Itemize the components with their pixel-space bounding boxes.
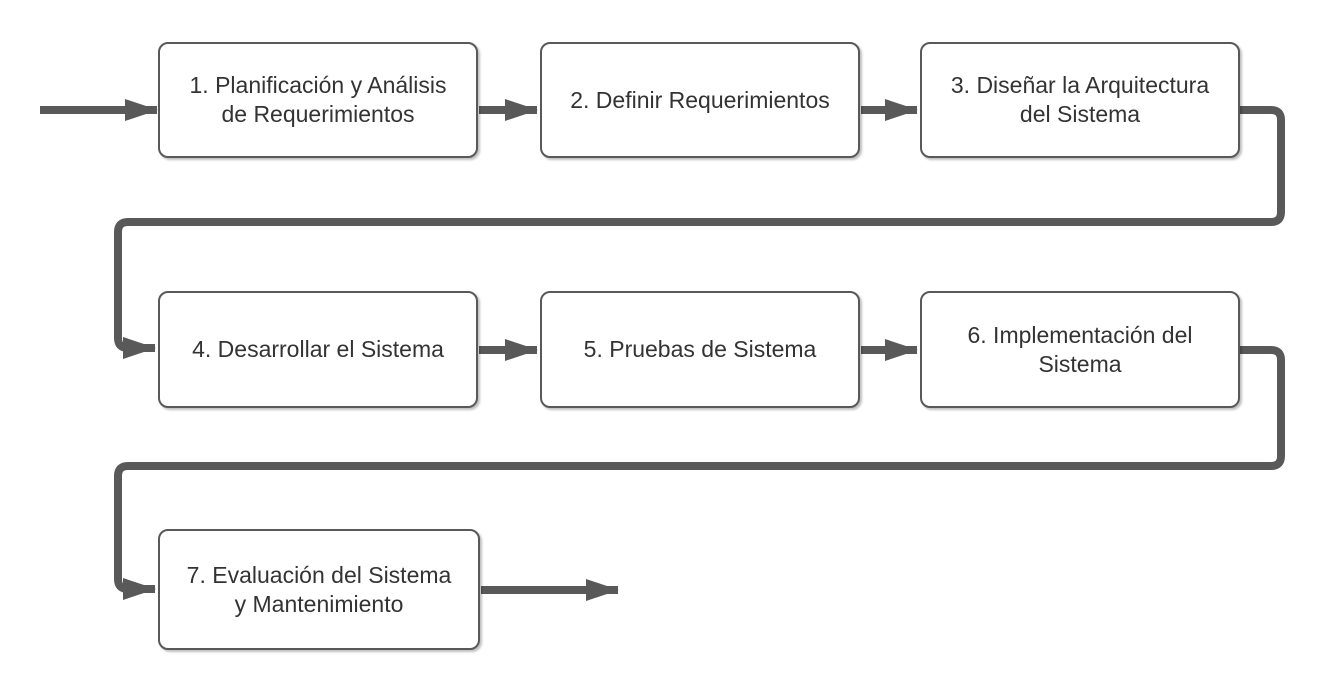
node-label-line: Sistema — [1038, 350, 1122, 377]
node-label-line: de Requerimientos — [221, 101, 415, 127]
flow-node-5: 5. Pruebas de Sistema — [540, 291, 860, 408]
node-label-line: 4. Desarrollar el Sistema — [192, 336, 444, 362]
flow-node-4: 4. Desarrollar el Sistema — [158, 291, 478, 408]
edge-3-to-4 — [114, 106, 1285, 359]
flow-node-2: 2. Definir Requerimientos — [540, 42, 860, 158]
flow-node-1: 1. Planificación y Análisis de Requerimi… — [158, 42, 478, 158]
node-label-line: 6. Implementación del — [967, 321, 1193, 348]
flow-node-3: 3. Diseñar la Arquitectura del Sistema — [920, 42, 1240, 158]
edge-6-to-7 — [114, 346, 1285, 600]
node-label-line: 2. Definir Requerimientos — [570, 86, 830, 113]
flow-node-6: 6. Implementación del Sistema — [920, 291, 1240, 408]
node-label-line: y Mantenimiento — [234, 590, 404, 617]
node-label-line: del Sistema — [1019, 101, 1141, 127]
node-label-line: 3. Diseñar la Arquitectura — [950, 72, 1210, 98]
node-label-line: 7. Evaluación del Sistema — [186, 561, 452, 588]
node-label-line: 5. Pruebas de Sistema — [583, 336, 817, 362]
flow-node-7: 7. Evaluación del Sistema y Mantenimient… — [158, 529, 480, 650]
node-label-line: 1. Planificación y Análisis — [189, 72, 447, 98]
